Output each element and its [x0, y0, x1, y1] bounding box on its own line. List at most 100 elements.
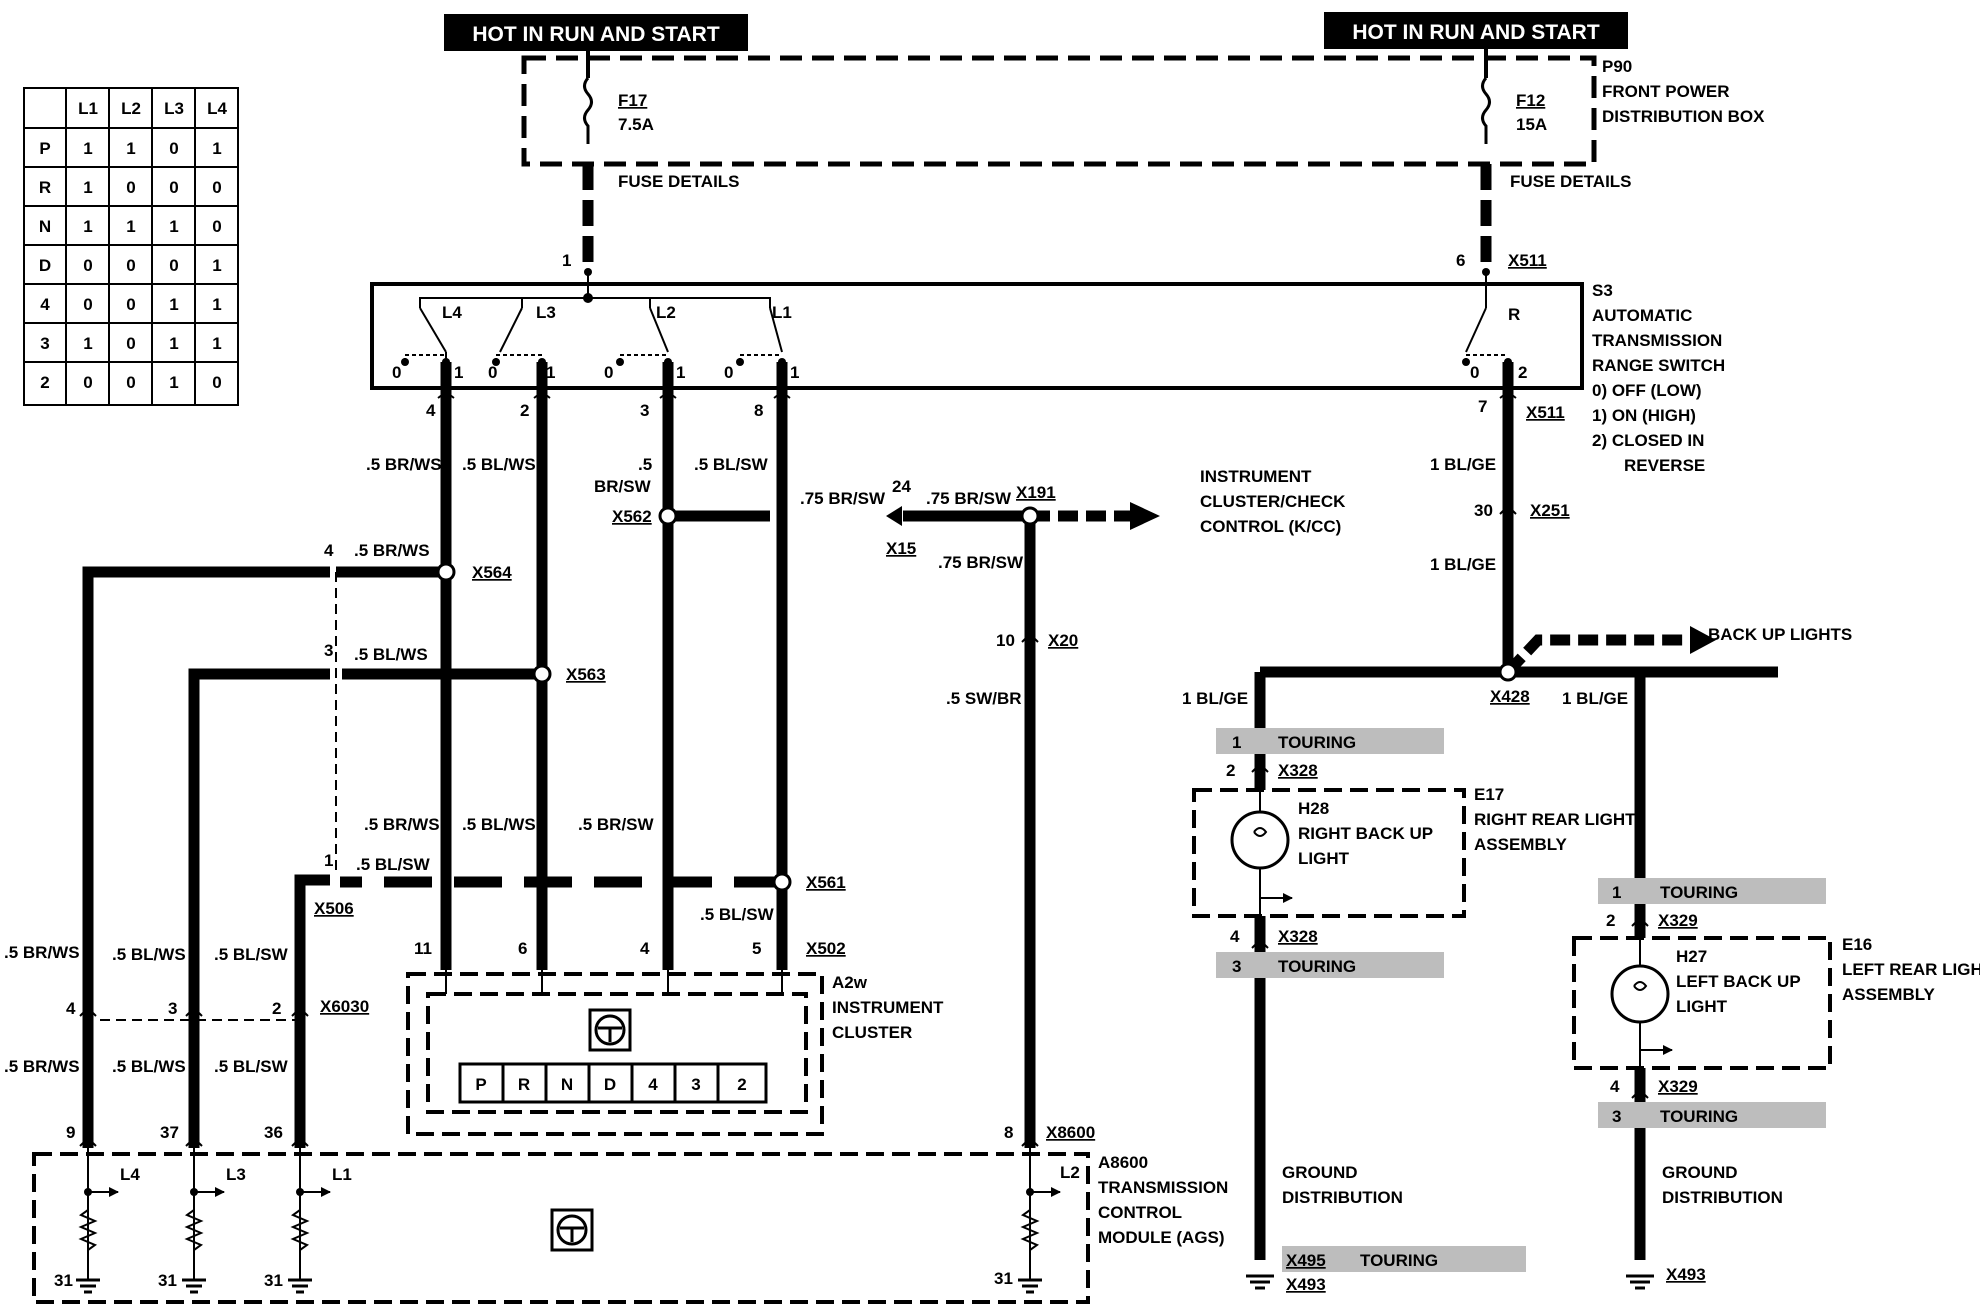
fuse-details-left: FUSE DETAILS: [618, 172, 740, 191]
connector-x493: X493: [1286, 1275, 1326, 1294]
truth-table-cell: 0: [126, 256, 135, 275]
truth-table-cell: 0: [126, 295, 135, 314]
pin-label: 4: [1610, 1077, 1620, 1096]
wire-label: .5 SW/BR: [946, 689, 1022, 708]
wire-label: 1 BL/GE: [1182, 689, 1248, 708]
wire-label: 1 BL/GE: [1430, 455, 1496, 474]
pin-label: 30: [1474, 501, 1493, 520]
truth-table-cell: 0: [83, 373, 92, 392]
truth-table-cell: 2: [40, 373, 49, 392]
contact-label: L4: [442, 303, 462, 322]
truth-table-cell: 0: [212, 217, 221, 236]
cluster-id: A2w: [832, 973, 868, 992]
switch-legend: REVERSE: [1624, 456, 1705, 475]
wire-label: .5 BL/SW: [356, 855, 431, 874]
pin-label: 10: [996, 631, 1015, 650]
gear-cell: R: [518, 1075, 530, 1094]
tcm-input-label: L4: [120, 1165, 140, 1184]
truth-table-cell: R: [39, 178, 51, 197]
assembly-name: ASSEMBLY: [1842, 985, 1936, 1004]
ground-symbol-icon: [76, 1278, 1042, 1294]
touring-pin: 3: [1612, 1107, 1621, 1126]
bulb-icon: [1610, 964, 1670, 1024]
tcm-id: A8600: [1098, 1153, 1148, 1172]
truth-table-header: L4: [207, 99, 227, 118]
pin-label: 3: [640, 401, 649, 420]
back-up-lights-label: BACK UP LIGHTS: [1708, 625, 1852, 644]
truth-table-cell: 1: [126, 217, 135, 236]
connector-x328: X328: [1278, 927, 1318, 946]
fuse-box-name: FRONT POWER: [1602, 82, 1730, 101]
pin-label: 3: [324, 641, 333, 660]
truth-table-header: L1: [78, 99, 98, 118]
touring-pin: 3: [1232, 957, 1241, 976]
truth-table-cell: 1: [212, 295, 221, 314]
switch-legend: 2) CLOSED IN: [1592, 431, 1704, 450]
wire-label: .5 BR/WS: [366, 455, 442, 474]
pin-label: 6: [518, 939, 527, 958]
gear-cell: P: [475, 1075, 486, 1094]
switch-legend: 1) ON (HIGH): [1592, 406, 1696, 425]
wire-label: .5 BR/WS: [364, 815, 440, 834]
truth-table-cell: 1: [83, 217, 92, 236]
connector-x502: X502: [806, 939, 846, 958]
touring-label: TOURING: [1660, 883, 1738, 902]
truth-table-header: L2: [121, 99, 141, 118]
fuse-box-id: P90: [1602, 57, 1632, 76]
wire-label: .75 BR/SW: [800, 489, 886, 508]
connector-x561: X561: [806, 873, 846, 892]
gear-cell: N: [561, 1075, 573, 1094]
wire-label: .5 BR/WS: [4, 943, 80, 962]
pin-label: 31: [994, 1269, 1013, 1288]
tcm-input-label: L1: [332, 1165, 352, 1184]
connector-x511-bottom: X511: [1526, 403, 1565, 422]
tcm-input-label: L2: [1060, 1163, 1080, 1182]
wire-label: .5 BL/SW: [214, 1057, 289, 1076]
position-label: 0: [724, 363, 733, 382]
touring-label: TOURING: [1278, 957, 1356, 976]
wire-label: .5 BL/SW: [214, 945, 289, 964]
pin-label: 37: [160, 1123, 179, 1142]
contact-label: R: [1508, 305, 1520, 324]
switch-id: S3: [1592, 281, 1613, 300]
connector-x251: X251: [1530, 501, 1570, 520]
pin-label: 1: [324, 851, 333, 870]
wire-label: BR/SW: [594, 477, 652, 496]
wire-label: .5 BL/WS: [112, 1057, 186, 1076]
assembly-id: E16: [1842, 935, 1872, 954]
truth-table-cell: 0: [169, 139, 178, 158]
wire-label: .5 BL/WS: [462, 455, 536, 474]
banner-left: HOT IN RUN AND START: [444, 14, 748, 51]
bulb-id: H28: [1298, 799, 1329, 818]
connector-x511-top: X511: [1508, 251, 1547, 270]
truth-table-cell: 4: [40, 295, 50, 314]
wire-label: .5 BL/SW: [700, 905, 775, 924]
pin-label: 2: [1606, 911, 1615, 930]
cluster-indicator-icon: [588, 1008, 632, 1052]
pin-label: 7: [1478, 397, 1487, 416]
truth-table-cell: 0: [126, 334, 135, 353]
connector-x15: X15: [886, 539, 916, 558]
fuse-f12-id: F12: [1516, 91, 1545, 110]
tcm-name: TRANSMISSION: [1098, 1178, 1228, 1197]
connector-x329: X329: [1658, 1077, 1698, 1096]
tcm-name: MODULE (AGS): [1098, 1228, 1225, 1247]
contact-label: L1: [772, 303, 792, 322]
assembly-name: ASSEMBLY: [1474, 835, 1568, 854]
banner-right-text: HOT IN RUN AND START: [1352, 21, 1599, 44]
gear-cell: 4: [648, 1075, 658, 1094]
truth-table-cell: D: [39, 256, 51, 275]
connector-x495: X495: [1286, 1251, 1326, 1270]
ground-label: GROUND: [1662, 1163, 1738, 1182]
connector-x329: X329: [1658, 911, 1698, 930]
connector-x191: X191: [1016, 483, 1056, 502]
assembly-id: E17: [1474, 785, 1504, 804]
arrow-to-kcc-icon: [1130, 502, 1160, 530]
fuse-details-right: FUSE DETAILS: [1510, 172, 1632, 191]
gear-cell: D: [604, 1075, 616, 1094]
bulb-name: LIGHT: [1298, 849, 1350, 868]
gear-cell: 3: [691, 1075, 700, 1094]
connector-x562: X562: [612, 507, 652, 526]
connector-x428: X428: [1490, 687, 1530, 706]
truth-table-cell: 0: [212, 178, 221, 197]
